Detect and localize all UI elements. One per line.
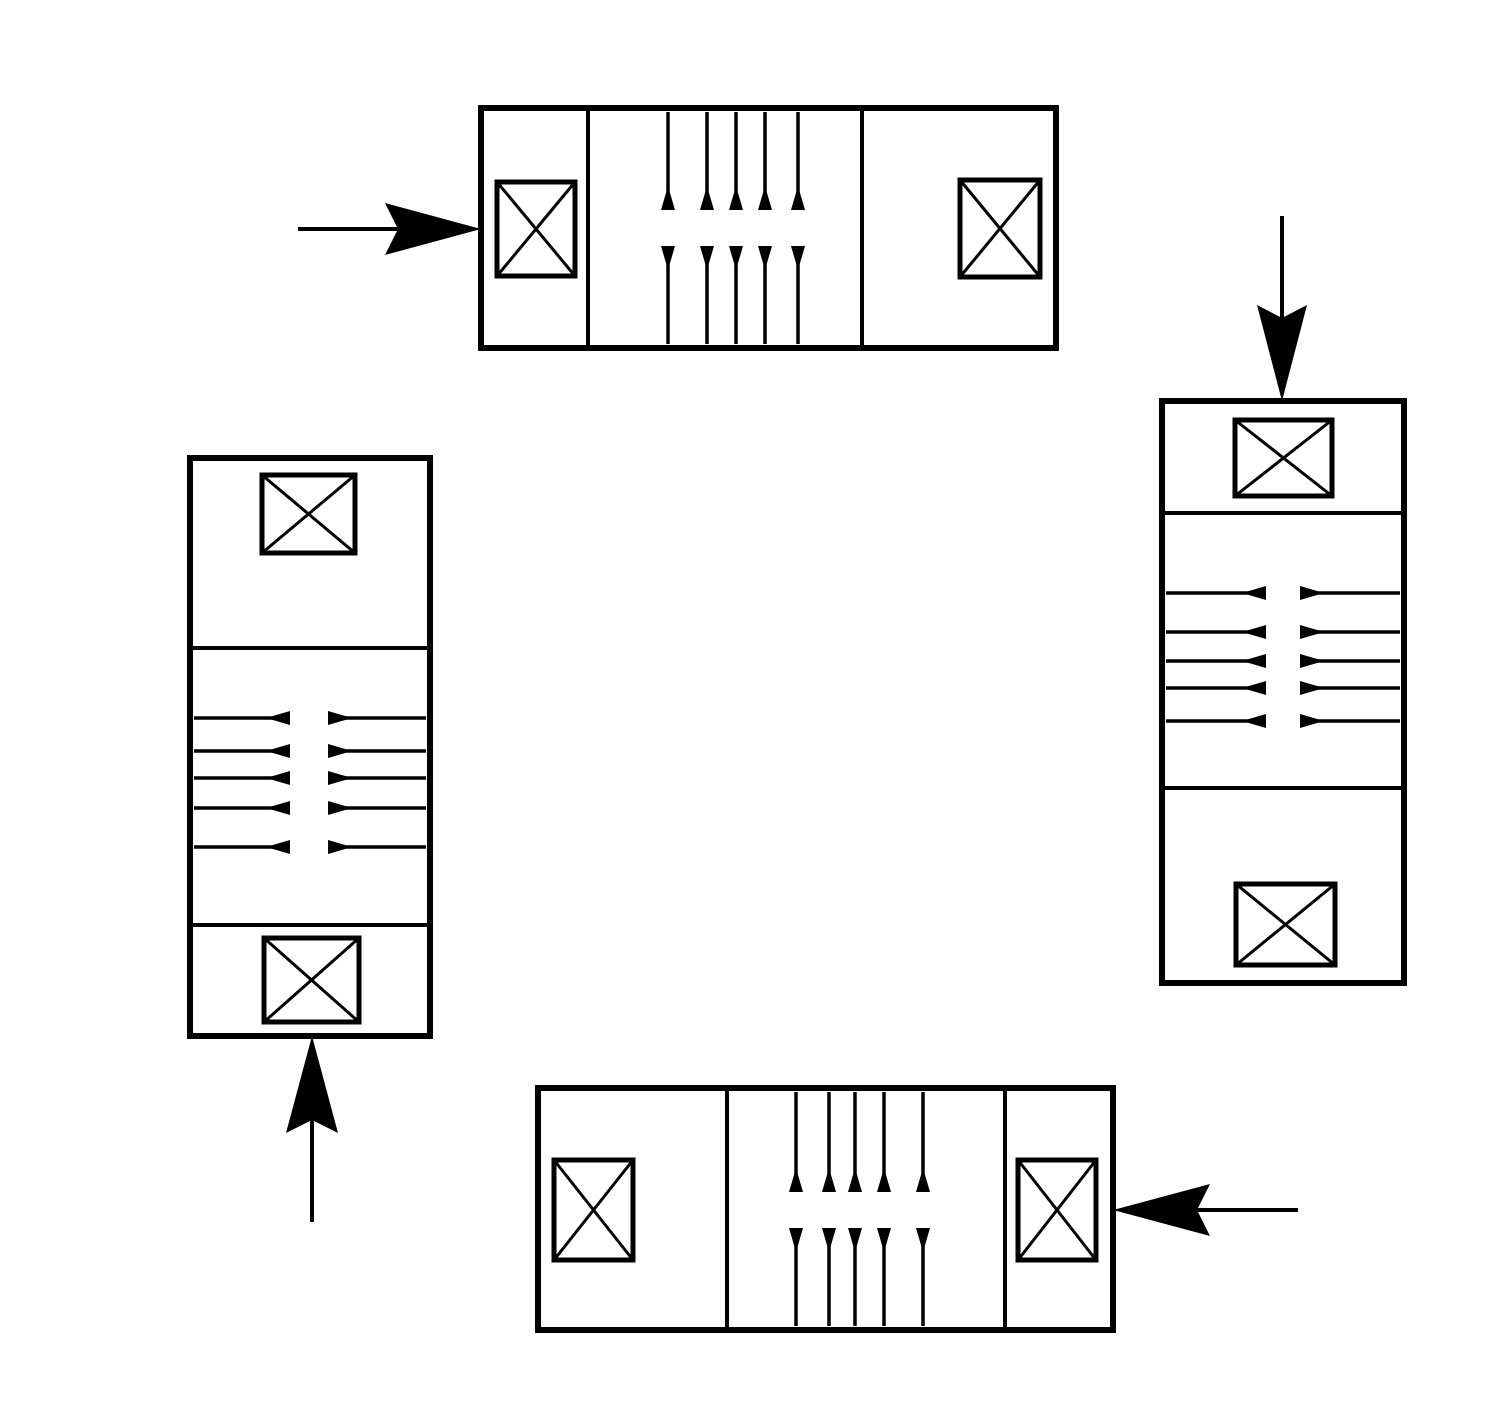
pin-pair bbox=[789, 1092, 803, 1326]
pin-pair bbox=[1166, 681, 1400, 695]
arrowhead-icon bbox=[848, 1228, 862, 1252]
arrowhead-icon bbox=[758, 186, 772, 210]
arrowhead-icon bbox=[266, 711, 290, 725]
arrowhead-icon bbox=[328, 711, 352, 725]
pin-pair bbox=[194, 711, 426, 725]
pin-array bbox=[194, 711, 426, 854]
arrowhead-icon bbox=[700, 246, 714, 270]
pin-pair bbox=[194, 771, 426, 785]
arrowhead-icon bbox=[1242, 681, 1266, 695]
pin-pair bbox=[877, 1092, 891, 1326]
pin-array bbox=[661, 112, 805, 344]
arrowhead-icon bbox=[1242, 654, 1266, 668]
crossed-box-icon bbox=[494, 179, 578, 279]
pin-pair bbox=[916, 1092, 930, 1326]
arrowhead-icon bbox=[266, 771, 290, 785]
arrowhead-icon bbox=[328, 840, 352, 854]
arrowhead-icon bbox=[791, 246, 805, 270]
arrowhead-icon bbox=[661, 186, 675, 210]
pin-pair bbox=[822, 1092, 836, 1326]
arrowhead-icon bbox=[1300, 654, 1324, 668]
module-left bbox=[187, 455, 433, 1222]
arrowhead-icon bbox=[758, 246, 772, 270]
arrowhead-icon bbox=[729, 186, 743, 210]
arrowhead-icon bbox=[877, 1228, 891, 1252]
feed-arrow-icon bbox=[286, 1036, 338, 1222]
arrowhead-icon bbox=[266, 840, 290, 854]
crossed-box-icon bbox=[259, 472, 358, 556]
feed-arrow-icon bbox=[1113, 1184, 1298, 1236]
crossed-box-icon bbox=[1015, 1157, 1099, 1263]
pin-pair bbox=[848, 1092, 862, 1326]
feed-arrow-icon bbox=[298, 203, 481, 255]
arrowhead-icon bbox=[266, 744, 290, 758]
arrowhead-icon bbox=[700, 186, 714, 210]
arrowhead-icon bbox=[789, 1228, 803, 1252]
arrowhead-icon bbox=[791, 186, 805, 210]
arrowhead-icon bbox=[729, 246, 743, 270]
pin-pair bbox=[194, 744, 426, 758]
arrowhead-icon bbox=[822, 1228, 836, 1252]
crossed-box-icon bbox=[1233, 881, 1338, 968]
module-frame bbox=[187, 455, 433, 1039]
crossed-box-icon bbox=[261, 935, 362, 1025]
pin-pair bbox=[661, 112, 675, 344]
arrowhead-icon bbox=[266, 801, 290, 815]
arrowhead-icon bbox=[328, 744, 352, 758]
pin-pair bbox=[791, 112, 805, 344]
pin-pair bbox=[1166, 714, 1400, 728]
pin-pair bbox=[1166, 625, 1400, 639]
pin-pair bbox=[729, 112, 743, 344]
pin-pair bbox=[700, 112, 714, 344]
pin-pair bbox=[758, 112, 772, 344]
module-frame bbox=[535, 1085, 1116, 1333]
module-bottom bbox=[535, 1085, 1298, 1333]
pin-array bbox=[789, 1092, 930, 1326]
arrowhead-icon bbox=[789, 1168, 803, 1192]
crossed-box-icon bbox=[551, 1157, 636, 1263]
arrowhead-icon bbox=[1242, 625, 1266, 639]
arrowhead-icon bbox=[1300, 681, 1324, 695]
arrowhead-icon bbox=[877, 1168, 891, 1192]
module-frame bbox=[478, 105, 1059, 351]
crossed-box-icon bbox=[1232, 417, 1335, 499]
pin-pair bbox=[194, 801, 426, 815]
arrowhead-icon bbox=[1242, 586, 1266, 600]
module-top bbox=[298, 105, 1059, 351]
arrowhead-icon bbox=[1300, 714, 1324, 728]
feed-arrow-icon bbox=[1257, 216, 1307, 401]
arrowhead-icon bbox=[328, 771, 352, 785]
arrowhead-icon bbox=[822, 1168, 836, 1192]
pin-array bbox=[1166, 586, 1400, 728]
arrowhead-icon bbox=[916, 1228, 930, 1252]
pin-pair bbox=[1166, 654, 1400, 668]
arrowhead-icon bbox=[328, 801, 352, 815]
pin-pair bbox=[194, 840, 426, 854]
pin-pair bbox=[1166, 586, 1400, 600]
arrowhead-icon bbox=[1300, 625, 1324, 639]
arrowhead-icon bbox=[848, 1168, 862, 1192]
module-right bbox=[1159, 216, 1407, 986]
arrowhead-icon bbox=[1300, 586, 1324, 600]
module-frame bbox=[1159, 398, 1407, 986]
arrowhead-icon bbox=[1242, 714, 1266, 728]
arrowhead-icon bbox=[916, 1168, 930, 1192]
arrowhead-icon bbox=[661, 246, 675, 270]
crossed-box-icon bbox=[957, 177, 1043, 280]
